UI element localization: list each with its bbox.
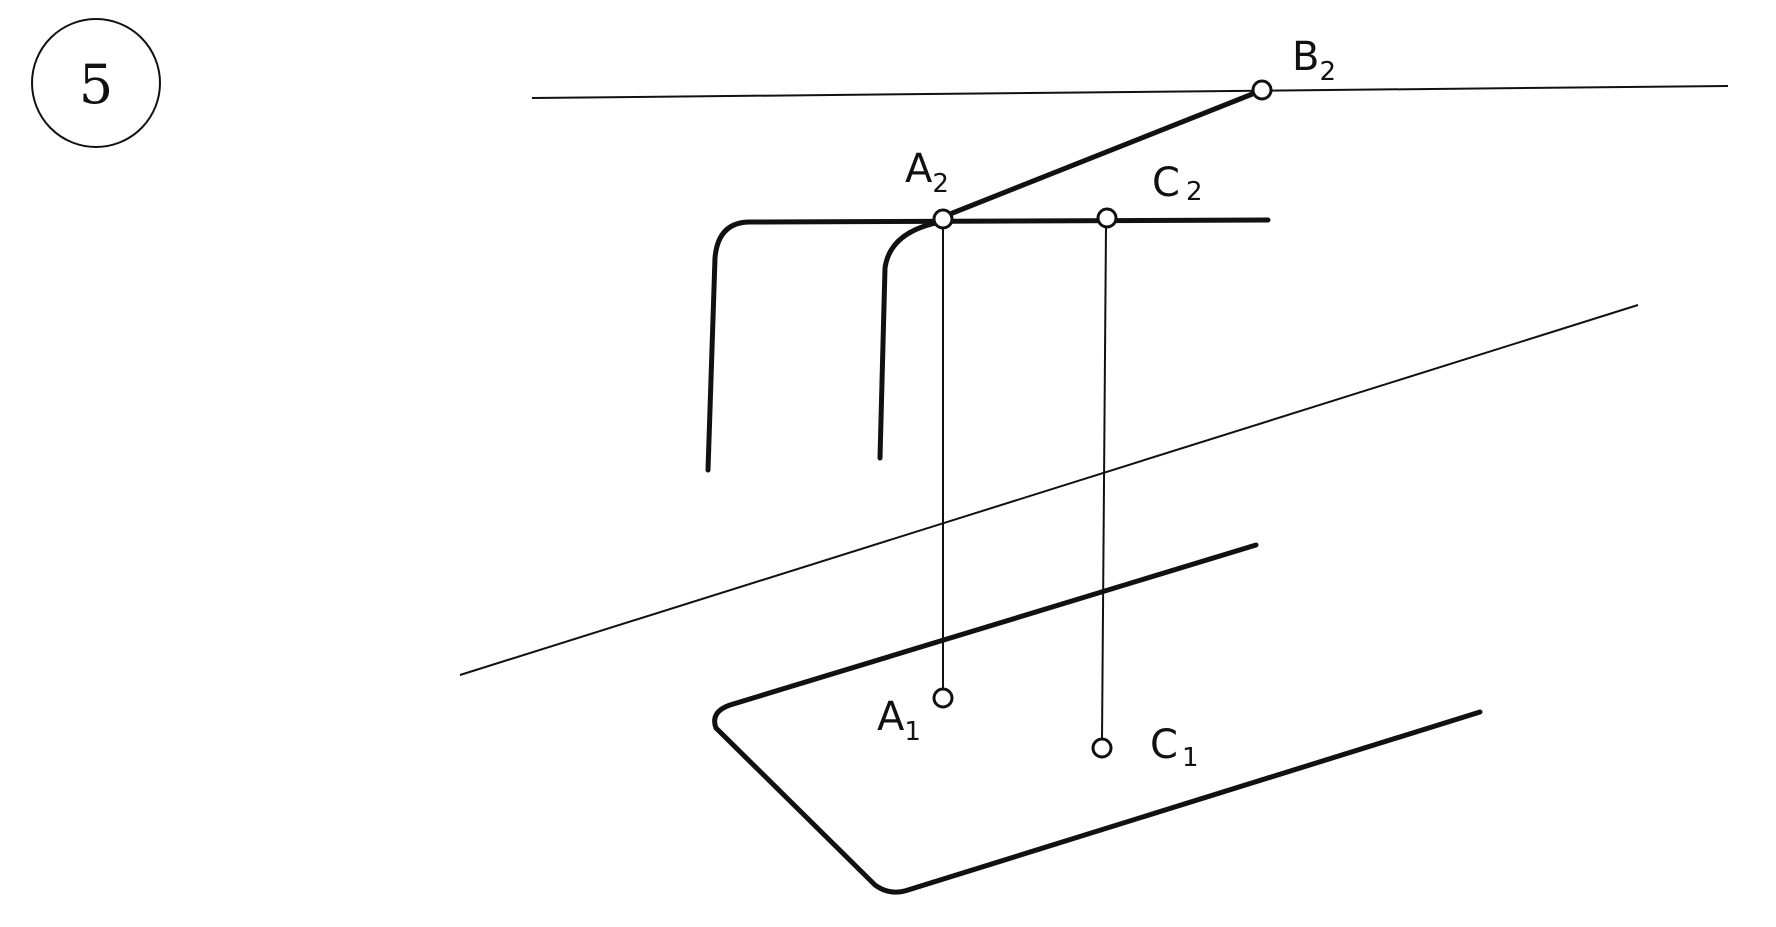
segment-a2-b2 [937,90,1258,221]
point-a2-marker [932,208,954,230]
point-c1-marker [1091,737,1113,759]
point-c2-marker [1096,207,1118,229]
horizontal-projection-outline-upper [712,542,1259,731]
figure-number: 5 [79,53,113,116]
frontal-curve-right [877,219,943,461]
point-a1-marker [932,687,954,709]
horizontal-projection-outline-lower [713,709,1483,895]
projection-line-c [1101,225,1107,741]
figure-number-circle [31,18,161,148]
label-a2: A2 [905,146,949,199]
point-b2-marker [1251,79,1273,101]
figure-number-badge: 5 [31,18,161,148]
projection-axis-line [459,304,1639,676]
frontal-curve-left [705,219,753,473]
label-a1: A1 [877,694,921,747]
line-a2-c2 [747,217,1271,225]
label-b2: B2 [1292,34,1336,87]
horizontal-line-upper [531,85,1729,99]
